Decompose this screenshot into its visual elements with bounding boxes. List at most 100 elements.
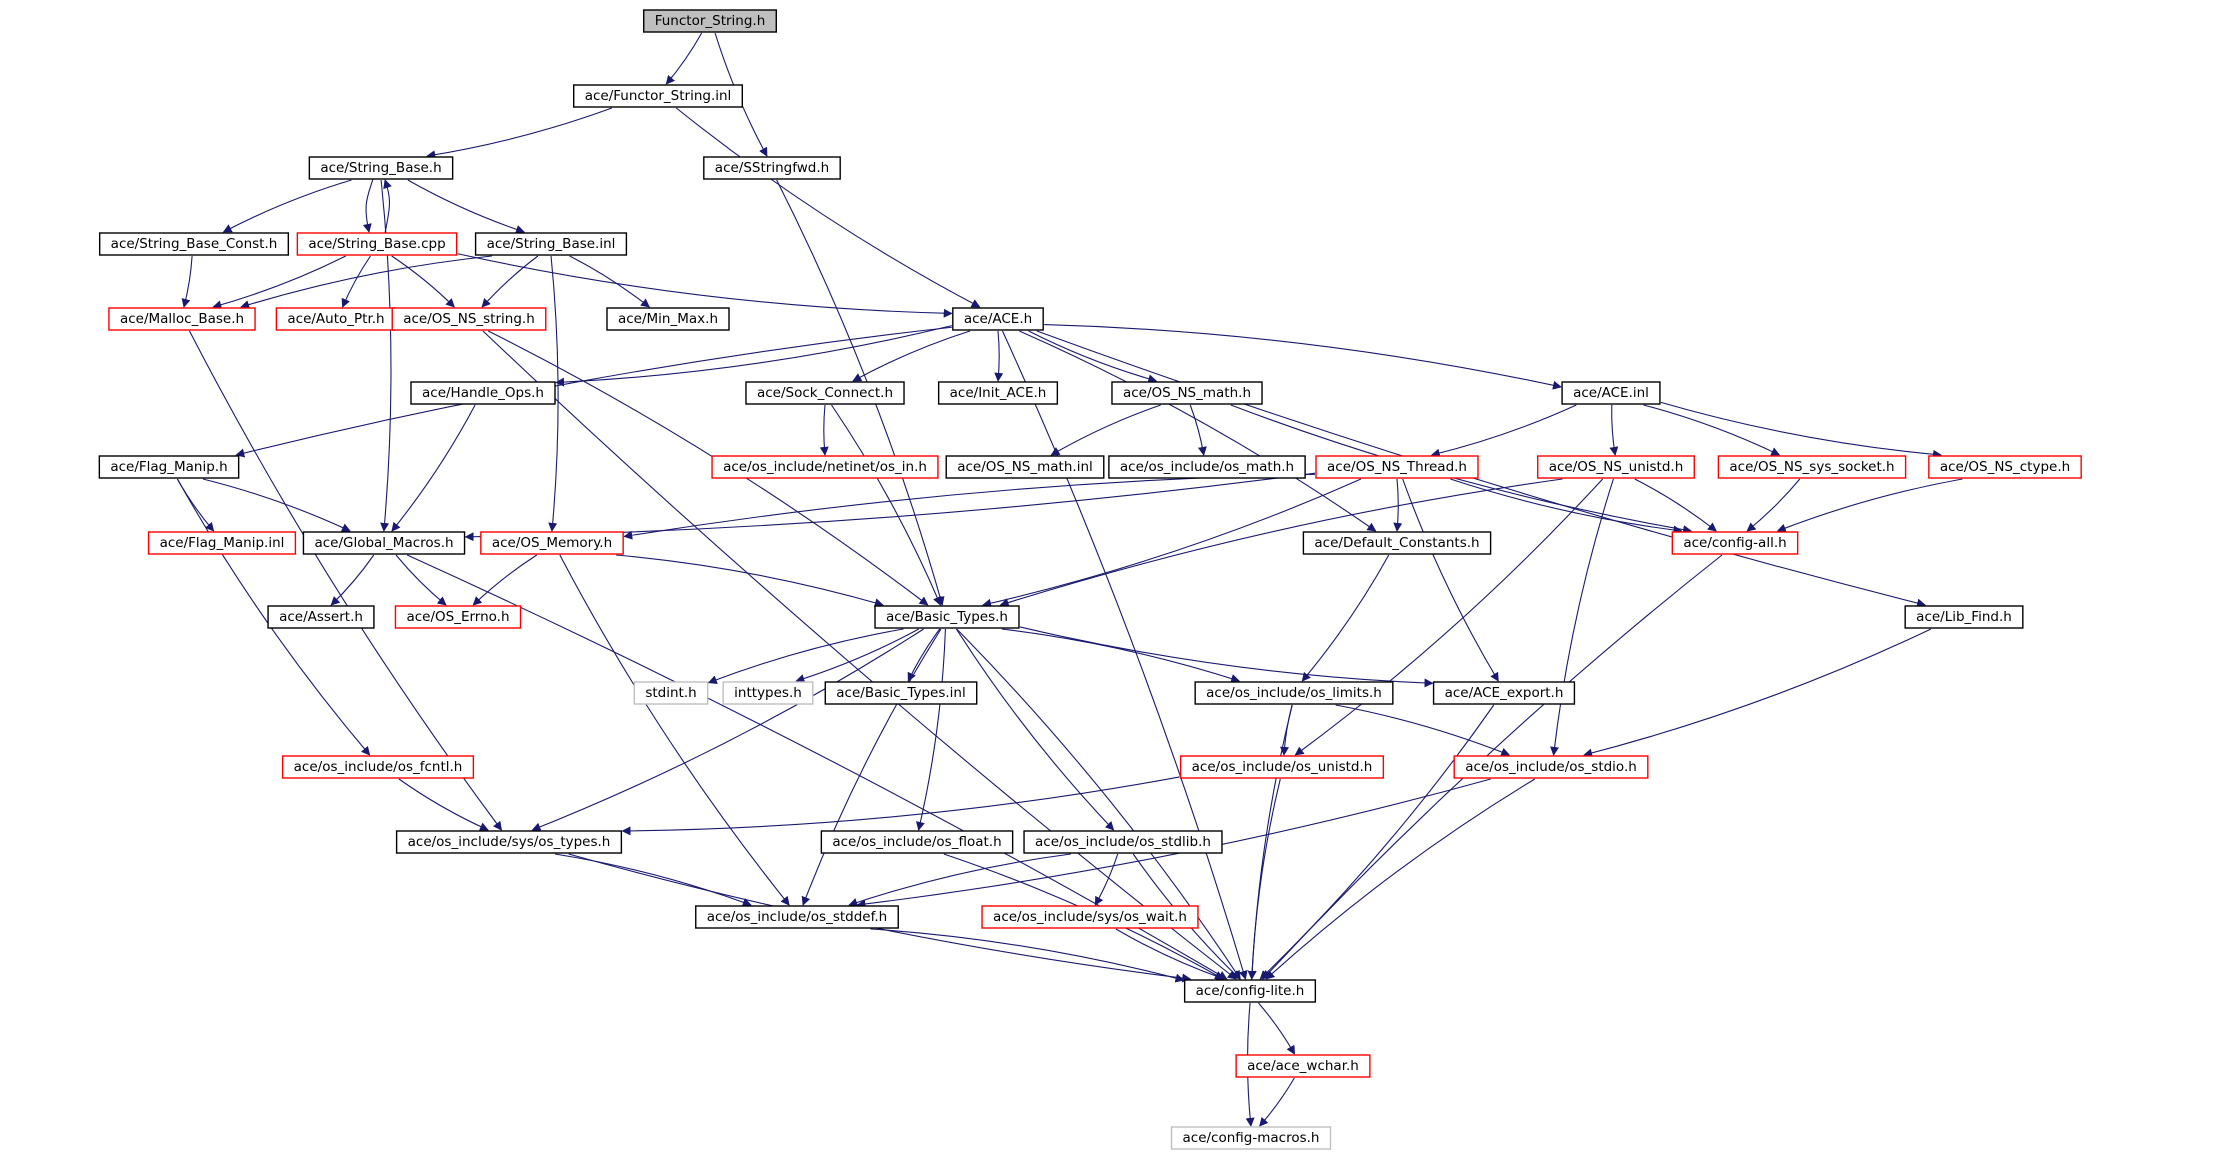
node-box xyxy=(1194,681,1394,705)
edge-os-ns-math-to-config-all xyxy=(1230,404,1693,535)
node-ace-inl[interactable]: ace/ACE.inl xyxy=(1561,381,1661,405)
node-box xyxy=(1170,1126,1332,1150)
edge-arrow xyxy=(1265,778,1536,980)
edge-string-base-cpp-to-malloc-base xyxy=(212,255,347,310)
node-flag-manip[interactable]: ace/Flag_Manip.h xyxy=(98,455,240,479)
node-label: ace/os_include/sys/os_types.h xyxy=(408,834,611,850)
node-string-base-h[interactable]: ace/String_Base.h xyxy=(308,156,454,180)
node-label: stdint.h xyxy=(645,685,696,701)
node-os-unistd[interactable]: ace/os_include/os_unistd.h xyxy=(1179,755,1385,779)
node-functor-string-h[interactable]: Functor_String.h xyxy=(643,9,777,33)
node-os-ns-unistd[interactable]: ace/OS_NS_unistd.h xyxy=(1537,455,1695,479)
node-ace-h[interactable]: ace/ACE.h xyxy=(952,307,1044,331)
node-netinet-os-in[interactable]: ace/os_include/netinet/os_in.h xyxy=(711,455,939,479)
node-malloc-base[interactable]: ace/Malloc_Base.h xyxy=(108,307,256,331)
edge-os-ns-unistd-to-basic-types xyxy=(999,478,1563,607)
node-os-ns-math[interactable]: ace/OS_NS_math.h xyxy=(1111,381,1263,405)
node-os-math[interactable]: ace/os_include/os_math.h xyxy=(1108,455,1306,479)
node-auto-ptr[interactable]: ace/Auto_Ptr.h xyxy=(275,307,397,331)
edge-string-base-h-to-global-macros xyxy=(380,179,392,532)
node-label: ace/Init_ACE.h xyxy=(950,385,1047,401)
node-os-ns-string[interactable]: ace/OS_NS_string.h xyxy=(391,307,547,331)
node-box xyxy=(391,307,547,331)
edge-arrow xyxy=(870,928,1185,983)
edge-os-unistd-to-config-lite xyxy=(1247,778,1281,980)
node-os-float[interactable]: ace/os_include/os_float.h xyxy=(820,830,1014,854)
node-handle-ops[interactable]: ace/Handle_Ops.h xyxy=(410,381,556,405)
edge-flag-manip-to-global-macros xyxy=(202,478,351,532)
node-sstringfwd[interactable]: ace/SStringfwd.h xyxy=(703,156,841,180)
edge-flag-manip-to-os-fcntl xyxy=(176,478,371,756)
edge-arrow xyxy=(1001,330,1248,980)
edge-arrow xyxy=(398,778,489,831)
edge-arrow xyxy=(916,628,946,831)
edge-os-ns-thread-to-default-constants xyxy=(1393,478,1403,532)
node-config-macros[interactable]: ace/config-macros.h xyxy=(1170,1126,1332,1150)
node-config-all[interactable]: ace/config-all.h xyxy=(1671,531,1799,555)
node-stdint[interactable]: stdint.h xyxy=(633,681,709,705)
edge-arrow xyxy=(391,404,476,532)
node-label: ace/String_Base.inl xyxy=(487,236,616,252)
edge-arrow xyxy=(464,472,1316,542)
node-basic-types[interactable]: ace/Basic_Types.h xyxy=(874,605,1020,629)
node-basic-types-inl[interactable]: ace/Basic_Types.inl xyxy=(824,681,978,705)
node-sock-connect[interactable]: ace/Sock_Connect.h xyxy=(745,381,905,405)
edge-ace-h-to-ace-inl xyxy=(1044,324,1562,390)
edge-arrow xyxy=(1301,554,1390,682)
node-config-lite[interactable]: ace/config-lite.h xyxy=(1183,979,1317,1003)
node-default-constants[interactable]: ace/Default_Constants.h xyxy=(1302,531,1492,555)
node-label: ace/OS_NS_string.h xyxy=(403,311,535,327)
node-string-base-cpp[interactable]: ace/String_Base.cpp xyxy=(296,232,458,256)
edge-os-stdlib-to-os-stddef xyxy=(848,853,1071,907)
edge-arrow xyxy=(481,255,539,308)
node-os-limits[interactable]: ace/os_include/os_limits.h xyxy=(1194,681,1394,705)
node-label: ace/String_Base.h xyxy=(320,160,441,176)
node-label: ace/ACE_export.h xyxy=(1445,685,1564,701)
node-os-memory[interactable]: ace/OS_Memory.h xyxy=(480,531,624,555)
node-init-ace[interactable]: ace/Init_ACE.h xyxy=(937,381,1059,405)
edge-ace-h-to-sock-connect xyxy=(852,330,971,382)
node-box xyxy=(1928,455,2082,479)
node-string-base-const[interactable]: ace/String_Base_Const.h xyxy=(98,232,290,256)
edge-basic-types-to-os-stdlib xyxy=(955,628,1115,831)
edge-arrow xyxy=(1259,1077,1295,1127)
edge-arrow xyxy=(1393,478,1403,532)
edge-arrow xyxy=(1259,704,1495,980)
node-inttypes[interactable]: inttypes.h xyxy=(722,681,814,705)
node-os-ns-sys-socket[interactable]: ace/OS_NS_sys_socket.h xyxy=(1717,455,1907,479)
node-os-stdlib[interactable]: ace/os_include/os_stdlib.h xyxy=(1023,830,1223,854)
node-functor-string-inl[interactable]: ace/Functor_String.inl xyxy=(572,84,744,108)
node-box xyxy=(722,681,814,705)
node-os-stdio[interactable]: ace/os_include/os_stdio.h xyxy=(1453,755,1649,779)
edge-arrow xyxy=(1036,330,1926,608)
node-flag-manip-inl[interactable]: ace/Flag_Manip.inl xyxy=(147,531,297,555)
edge-arrow xyxy=(554,853,752,907)
node-box xyxy=(98,455,240,479)
node-ace-export[interactable]: ace/ACE_export.h xyxy=(1432,681,1576,705)
edge-arrow xyxy=(1050,404,1161,456)
node-os-ns-ctype[interactable]: ace/OS_NS_ctype.h xyxy=(1928,455,2082,479)
node-sys-os-types[interactable]: ace/os_include/sys/os_types.h xyxy=(395,830,623,854)
node-label: ace/Malloc_Base.h xyxy=(120,311,244,327)
edge-ace-h-to-lib-find xyxy=(1036,330,1926,608)
node-os-stddef[interactable]: ace/os_include/os_stddef.h xyxy=(695,905,899,929)
node-string-base-inl[interactable]: ace/String_Base.inl xyxy=(474,232,628,256)
node-assert-h[interactable]: ace/Assert.h xyxy=(267,605,375,629)
edge-string-base-const-to-malloc-base xyxy=(181,255,193,308)
edge-lib-find-to-os-stdio xyxy=(1583,628,1932,758)
node-global-macros[interactable]: ace/Global_Macros.h xyxy=(302,531,466,555)
node-ace-wchar[interactable]: ace/ace_wchar.h xyxy=(1235,1054,1371,1078)
node-sys-os-wait[interactable]: ace/os_include/sys/os_wait.h xyxy=(981,905,1199,929)
edge-basic-types-to-os-stddef xyxy=(801,628,942,906)
node-os-errno[interactable]: ace/OS_Errno.h xyxy=(394,605,522,629)
edge-ace-inl-to-os-ns-unistd xyxy=(1609,404,1619,456)
node-min-max[interactable]: ace/Min_Max.h xyxy=(606,307,730,331)
node-box xyxy=(394,605,522,629)
node-os-fcntl[interactable]: ace/os_include/os_fcntl.h xyxy=(281,755,475,779)
node-label: ace/os_include/os_limits.h xyxy=(1206,685,1382,701)
node-label: ace/OS_NS_ctype.h xyxy=(1940,459,2070,475)
node-os-ns-thread[interactable]: ace/OS_NS_Thread.h xyxy=(1315,455,1479,479)
node-lib-find[interactable]: ace/Lib_Find.h xyxy=(1904,605,2024,629)
node-os-ns-math-inl[interactable]: ace/OS_NS_math.inl xyxy=(945,455,1105,479)
